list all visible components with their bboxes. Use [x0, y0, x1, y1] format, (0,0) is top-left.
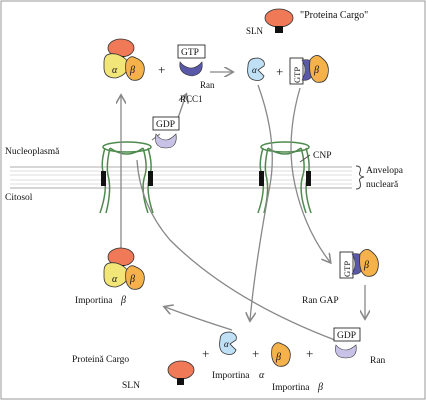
- gdp-label-bottom: GDP: [337, 331, 356, 341]
- gdp-box-bottom: [333, 327, 361, 342]
- envelope-brace: [355, 165, 365, 190]
- importin-beta-free-bottom: β: [271, 342, 291, 367]
- cargo-protein-bottom: [167, 360, 195, 385]
- envelope-label-2: nucleară: [366, 180, 399, 190]
- sln-label-top: SLN: [246, 26, 264, 36]
- importina-beta-left-greek: β: [120, 295, 126, 306]
- import-complex-top: α β: [103, 38, 145, 81]
- beta-ran-gtp-middle: GTP β: [339, 249, 379, 279]
- plus-sign-5: +: [306, 346, 313, 361]
- gtp-box-top-left: [177, 44, 206, 59]
- cargo-title: "Proteina Cargo": [300, 10, 368, 21]
- alpha-label: α: [112, 65, 118, 76]
- nucleoplasm-label: Nucleoplasmă: [5, 147, 60, 157]
- ran-gdp-top-shape: [155, 133, 177, 149]
- importina-beta-left-label: Importina: [75, 296, 113, 306]
- sln-label-bottom: SLN: [122, 381, 140, 391]
- importina-beta-bottom-label: Importina: [272, 383, 310, 393]
- gtp-label-mid-right: GTP: [342, 261, 352, 277]
- plus-sign: +: [158, 62, 165, 77]
- cytosol-label: Citosol: [5, 193, 33, 203]
- ran-gdp-bottom-shape: [335, 344, 357, 359]
- beta-label: β: [129, 65, 135, 76]
- importina-alpha-bottom-greek: α: [259, 370, 265, 381]
- cnp-pointer: [299, 154, 311, 163]
- importina-alpha-bottom-label: Importina: [212, 371, 250, 381]
- alpha-bl-label: α: [112, 274, 118, 285]
- nuclear-pore-left: [99, 141, 154, 214]
- beta-free-bottom-label: β: [275, 352, 281, 363]
- ran-label-top: Ran: [200, 80, 215, 90]
- gtp-label-top-left: GTP: [181, 48, 199, 58]
- cnp-label: CNP: [313, 151, 331, 161]
- beta-mid-right-label: β: [363, 260, 369, 271]
- import-complex-bottom-left: α β: [103, 247, 145, 290]
- gtp-label-top-right: GTP: [292, 67, 302, 83]
- alpha-free-bottom-label: α: [224, 339, 229, 349]
- plus-sign-3: +: [202, 346, 209, 361]
- plus-sign-4: +: [252, 346, 259, 361]
- beta-bl-label: β: [129, 274, 135, 285]
- alpha-free-label: α: [252, 65, 257, 75]
- ran-gtp-top-shape: [179, 61, 203, 77]
- ran-gap-label: Ran GAP: [302, 296, 339, 306]
- beta-ran-gtp-top: GTP β: [289, 55, 329, 85]
- cargo-bottom-label: Proteină Cargo: [72, 355, 129, 365]
- nuclear-pore-right: [257, 141, 312, 214]
- importin-alpha-free-bottom: α: [219, 331, 237, 355]
- gdp-label-top: GDP: [156, 120, 175, 130]
- plus-sign-2: +: [276, 64, 283, 79]
- ran-label-bottom: Ran: [370, 356, 386, 366]
- importin-alpha-free-top: α: [247, 57, 265, 81]
- importina-beta-bottom-greek: β: [317, 382, 323, 393]
- beta-top-right-label: β: [313, 65, 319, 76]
- nuclear-envelope: [10, 166, 352, 189]
- gdp-box-top: [152, 116, 180, 131]
- rcc1-label: RCC1: [180, 94, 203, 104]
- envelope-label-1: Anvelopa: [366, 166, 404, 176]
- cargo-protein-top: [264, 8, 294, 33]
- pathway-arrows: [121, 72, 365, 341]
